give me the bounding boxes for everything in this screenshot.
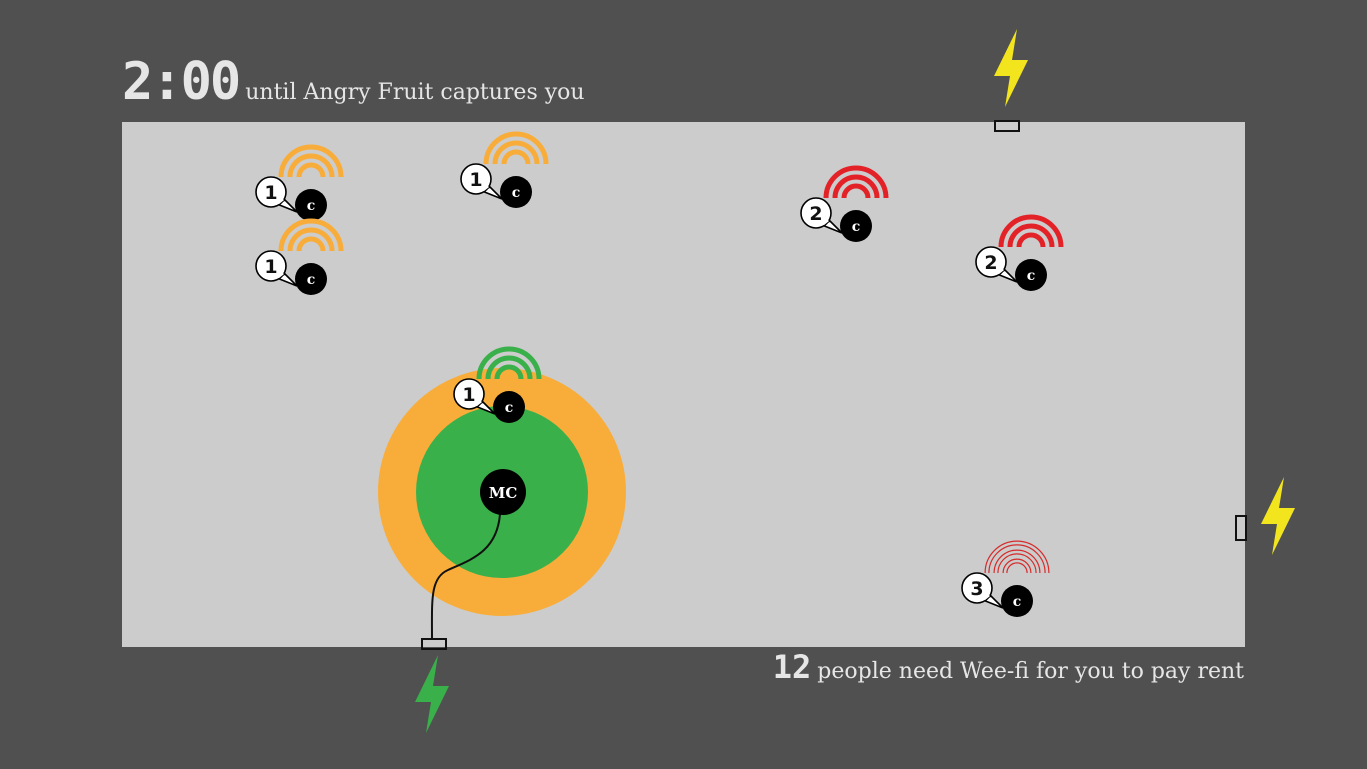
need-bubble: 3 (961, 572, 1004, 609)
wifi-arc (1016, 232, 1046, 248)
wifi-signal-icon (476, 346, 542, 380)
wifi-signal-icon (984, 540, 1050, 574)
customer-label: c (1013, 594, 1022, 610)
need-bubble: 2 (975, 246, 1018, 283)
wifi-signal-icon (998, 214, 1064, 248)
need-bubble: 1 (460, 163, 503, 200)
outlet-socket[interactable] (1235, 515, 1247, 541)
customer[interactable]: 1c (255, 144, 344, 221)
wifi-arc-inner (994, 550, 1040, 574)
wifi-arc (494, 364, 524, 380)
customer-token[interactable] (840, 210, 872, 242)
wifi-arc (278, 218, 344, 252)
customer-label: c (512, 185, 521, 201)
wifi-arc (483, 131, 549, 165)
need-bubble: 1 (255, 176, 298, 213)
power-cable (430, 513, 501, 641)
customer-label: c (307, 198, 316, 214)
customer-label: c (1027, 268, 1036, 284)
lightning-bolt-icon (1261, 477, 1295, 555)
bubble-joint (997, 267, 1004, 275)
need-count: 1 (264, 182, 277, 204)
wifi-arc (296, 236, 326, 252)
outlet-top[interactable] (994, 29, 1028, 132)
customer-token[interactable] (500, 176, 532, 208)
wifi-arc (485, 355, 533, 380)
player-token[interactable] (480, 469, 526, 515)
wifi-arc (278, 144, 344, 178)
wifi-arc (492, 140, 540, 165)
bubble-body (453, 378, 485, 410)
wifi-arc (287, 227, 335, 252)
player-label: MC (489, 484, 518, 502)
wifi-signal-icon (278, 218, 344, 252)
wifi-arc (1007, 223, 1055, 248)
wifi-arc (841, 183, 871, 199)
outlet-socket[interactable] (421, 638, 447, 650)
need-bubble: 2 (800, 197, 843, 234)
customer-token[interactable] (295, 189, 327, 221)
bubble-body (800, 197, 832, 229)
outlet-socket[interactable] (994, 120, 1020, 132)
wifi-signal-icon (823, 165, 889, 199)
customer[interactable]: 1c (255, 218, 344, 295)
bubble-joint (822, 218, 829, 226)
outlet-bottom[interactable] (415, 638, 449, 733)
wifi-arc (823, 165, 889, 199)
bubble-joint (277, 197, 284, 205)
people-caption: people need Wee-fi for you to pay rent (817, 659, 1244, 684)
need-count: 1 (469, 169, 482, 191)
wifi-arc (832, 174, 880, 199)
customer-label: c (307, 272, 316, 288)
wifi-arc-inner (1003, 559, 1031, 574)
timer-caption: until Angry Fruit captures you (245, 80, 585, 105)
need-count: 2 (809, 203, 822, 225)
wifi-arc-inner (985, 541, 1049, 574)
wifi-arc (287, 153, 335, 178)
lightning-bolt-icon (994, 29, 1028, 107)
bubble-body (460, 163, 492, 195)
customer[interactable]: 2c (800, 165, 889, 242)
customer-token[interactable] (295, 263, 327, 295)
outlet-right[interactable] (1235, 477, 1295, 555)
player-router[interactable]: MC (480, 469, 526, 515)
bubble-body (961, 572, 993, 604)
bubble-joint (983, 593, 990, 601)
people-count: 12 (772, 648, 812, 686)
customer-label: c (852, 219, 861, 235)
customer[interactable]: 2c (975, 214, 1064, 291)
customer[interactable]: 1c (460, 131, 549, 208)
customer-token[interactable] (1015, 259, 1047, 291)
customer-label: c (505, 400, 514, 416)
bubble-joint (482, 184, 489, 192)
customer[interactable]: 1c (453, 346, 542, 423)
customer-token[interactable] (493, 391, 525, 423)
need-bubble: 1 (255, 250, 298, 287)
wifi-arc (296, 162, 326, 178)
need-count: 2 (984, 252, 997, 274)
need-count: 3 (970, 578, 983, 600)
bubble-joint (277, 271, 284, 279)
lightning-bolt-icon (415, 655, 449, 733)
bubble-joint (475, 399, 482, 407)
wifi-arc (501, 149, 531, 165)
need-bubble: 1 (453, 378, 496, 415)
bubble-body (975, 246, 1007, 278)
customer[interactable]: 3c (961, 540, 1050, 617)
wifi-signal-icon (483, 131, 549, 165)
countdown-timer: 2:00 (122, 52, 241, 112)
need-count: 1 (264, 256, 277, 278)
bubble-body (255, 250, 287, 282)
wifi-arc (476, 346, 542, 380)
need-count: 1 (462, 384, 475, 406)
customer-token[interactable] (1001, 585, 1033, 617)
bubble-body (255, 176, 287, 208)
wifi-arc (998, 214, 1064, 248)
wifi-signal-icon (278, 144, 344, 178)
